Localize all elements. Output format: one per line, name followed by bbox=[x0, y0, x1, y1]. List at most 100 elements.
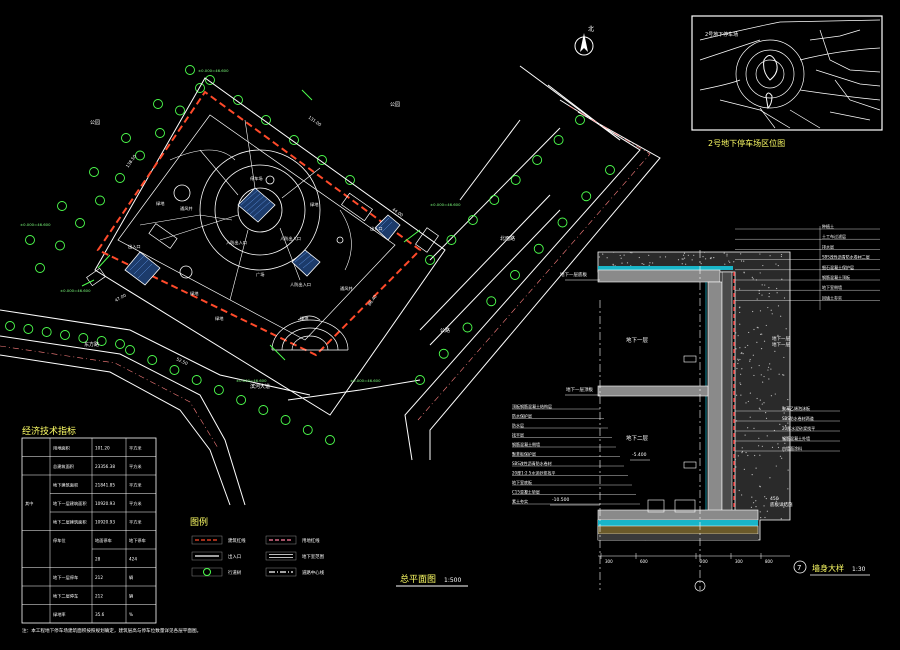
soil-dot bbox=[652, 262, 654, 264]
north-arrow-icon: 北 bbox=[574, 25, 594, 56]
soil-dot bbox=[769, 477, 771, 479]
soil-dot bbox=[774, 393, 776, 395]
soil-dot bbox=[737, 362, 739, 365]
tree-icon bbox=[175, 105, 185, 116]
table-cell: 424 bbox=[129, 556, 137, 561]
soil-dot bbox=[739, 311, 741, 314]
space-label: 人防出入口 bbox=[280, 235, 301, 242]
soil-dot bbox=[775, 465, 777, 467]
tree-icon bbox=[317, 155, 327, 165]
soil-dot bbox=[770, 309, 772, 311]
soil-dot bbox=[783, 506, 785, 508]
left-note: 找平层 bbox=[512, 432, 524, 438]
soil-dot bbox=[681, 258, 683, 260]
soil-dot bbox=[729, 261, 731, 263]
wall-detail-title: 墙身大样 bbox=[812, 563, 844, 573]
soil-dot bbox=[758, 292, 760, 294]
soil-dot bbox=[758, 290, 760, 292]
soil-dot bbox=[775, 263, 777, 265]
soil-dot bbox=[775, 500, 778, 502]
soil-dot bbox=[626, 262, 629, 264]
dimension-label: 52.50 bbox=[176, 356, 189, 366]
soil-dot bbox=[741, 450, 743, 453]
tree-icon bbox=[462, 322, 473, 333]
soil-dot bbox=[648, 254, 650, 256]
soil-dot bbox=[631, 252, 633, 254]
tree-icon bbox=[486, 296, 497, 307]
tree-icon bbox=[415, 375, 425, 385]
soil-dot bbox=[747, 427, 749, 429]
wall-detail-scale: 1:30 bbox=[852, 566, 866, 573]
soil-dot bbox=[759, 253, 761, 255]
soil-dot bbox=[735, 348, 737, 350]
soil-dot bbox=[752, 278, 754, 280]
tree-icon bbox=[23, 324, 34, 334]
soil-dot bbox=[741, 452, 743, 454]
table-cell: 总建筑面积 bbox=[53, 463, 74, 470]
site-plan-title: 总平面图 1:500 bbox=[396, 573, 468, 587]
soil-dot bbox=[740, 260, 743, 262]
site-plan: 公园公园公路东方路滨河大道北面路人防出入口人防出入口人防出入口出入口出入口通风井… bbox=[20, 68, 515, 416]
legend-title: 图例 bbox=[190, 516, 208, 528]
table-cell: 地下一层建筑面积 bbox=[53, 500, 87, 507]
soil-dot bbox=[659, 256, 661, 258]
soil-dot bbox=[768, 292, 770, 295]
tree-icon bbox=[115, 339, 125, 349]
soil-dot bbox=[753, 328, 755, 331]
level-label-3: -5.400 bbox=[632, 452, 647, 458]
tree-icon bbox=[581, 191, 592, 202]
soil-dot bbox=[757, 445, 760, 447]
red-building-line bbox=[96, 90, 422, 357]
soil-dot bbox=[777, 334, 779, 336]
tree-icon bbox=[155, 128, 165, 138]
soil-dot bbox=[765, 412, 767, 414]
table-cell: 地面停车 bbox=[95, 537, 112, 544]
soil-dot bbox=[738, 288, 741, 290]
soil-dot bbox=[759, 511, 761, 513]
space-label: 绿地 bbox=[310, 201, 319, 207]
space-label: 人防出入口 bbox=[226, 239, 247, 246]
soil-dot bbox=[759, 486, 761, 488]
tree-icon bbox=[95, 195, 105, 206]
level-label-0: 地下一层底板 bbox=[560, 271, 587, 278]
soil-dot bbox=[759, 408, 761, 410]
soil-dot bbox=[766, 510, 768, 512]
soil-dot bbox=[623, 254, 625, 256]
soil-dot bbox=[760, 517, 762, 519]
tree-icon bbox=[575, 115, 585, 125]
side-callout-1: 地下一层 bbox=[772, 341, 790, 348]
tree-icon bbox=[325, 435, 335, 445]
soil-dot bbox=[739, 358, 741, 361]
dimension-label: 44.00 bbox=[391, 207, 404, 218]
soil-dot bbox=[749, 360, 751, 362]
soil-dot bbox=[739, 382, 741, 384]
soil-dot bbox=[713, 257, 715, 259]
tree-icon bbox=[41, 327, 52, 337]
tree-icon bbox=[5, 321, 15, 331]
elevation-label: ±0.000=46.600 bbox=[236, 378, 267, 383]
soil-dot bbox=[741, 494, 743, 496]
tree-icon bbox=[236, 395, 247, 405]
soil-dot bbox=[620, 257, 622, 259]
soil-dot bbox=[728, 260, 730, 262]
right-note: 地下室侧墙 bbox=[822, 284, 842, 290]
road-label: 滨河大道 bbox=[250, 383, 270, 390]
space-label: 广场 bbox=[256, 271, 264, 278]
level-label-1: 地下一层顶板 bbox=[566, 386, 593, 393]
soil-dot bbox=[783, 438, 785, 440]
soil-dot bbox=[723, 252, 725, 254]
soil-dot bbox=[751, 276, 753, 278]
soil-dot bbox=[739, 323, 741, 325]
soil-dot bbox=[787, 488, 789, 490]
soil-dot bbox=[741, 447, 743, 449]
tree-icon bbox=[115, 173, 125, 183]
tree-icon bbox=[135, 150, 145, 161]
soil-dot bbox=[755, 500, 757, 502]
soil-dot bbox=[744, 346, 746, 349]
north-label: 北 bbox=[588, 25, 594, 33]
soil-dot bbox=[703, 251, 706, 253]
soil-dot bbox=[682, 258, 684, 260]
tree-icon bbox=[96, 336, 107, 346]
soil-dot bbox=[737, 335, 739, 337]
table-cell: 地下二层停车 bbox=[53, 592, 78, 599]
